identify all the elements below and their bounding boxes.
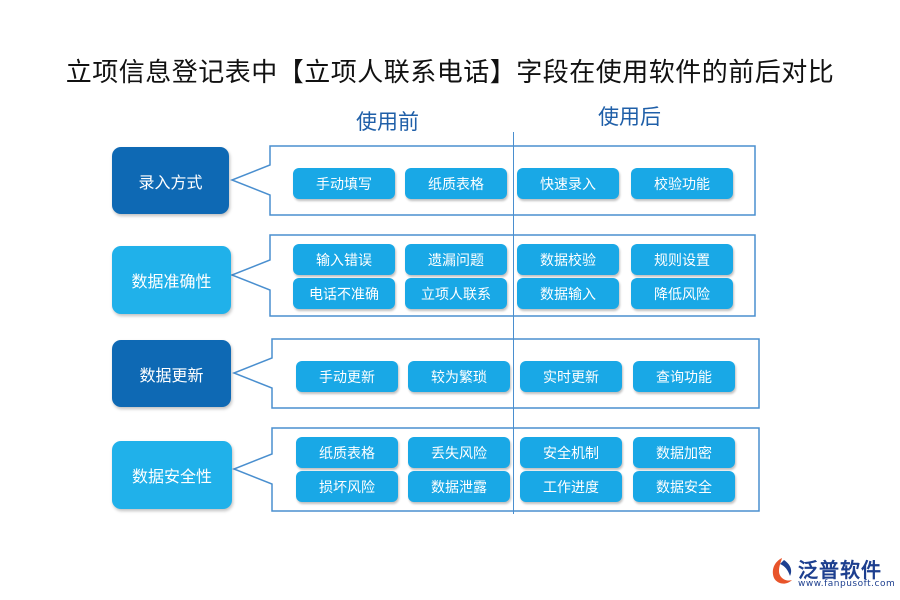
after-item: 快速录入	[517, 168, 619, 199]
row-frame-data-security	[231, 427, 760, 512]
after-item: 数据安全	[633, 471, 735, 502]
before-column-header: 使用前	[356, 110, 419, 134]
after-item: 数据校验	[517, 244, 619, 275]
after-column-header: 使用后	[598, 105, 661, 129]
brand-name: 泛普软件	[798, 558, 882, 582]
category-data-update: 数据更新	[112, 340, 231, 407]
after-item: 校验功能	[631, 168, 733, 199]
before-item: 纸质表格	[405, 168, 507, 199]
row-frame-data-update	[231, 338, 760, 409]
after-item: 数据加密	[633, 437, 735, 468]
before-item: 输入错误	[293, 244, 395, 275]
row-frame-input-method	[229, 145, 756, 216]
after-item: 实时更新	[520, 361, 622, 392]
after-item: 安全机制	[520, 437, 622, 468]
before-item: 遗漏问题	[405, 244, 507, 275]
before-item: 纸质表格	[296, 437, 398, 468]
before-item: 电话不准确	[293, 278, 395, 309]
before-after-divider	[513, 132, 514, 514]
before-item: 丢失风险	[408, 437, 510, 468]
brand-logo: 泛普软件 www.fanpusoft.com	[768, 552, 895, 592]
after-item: 工作进度	[520, 471, 622, 502]
brand-logo-icon	[772, 558, 792, 584]
row-frame-data-accuracy	[229, 234, 756, 317]
before-item: 手动填写	[293, 168, 395, 199]
after-item: 查询功能	[633, 361, 735, 392]
diagram-title: 立项信息登记表中【立项人联系电话】字段在使用软件的前后对比	[65, 58, 835, 88]
before-item: 数据泄露	[408, 471, 510, 502]
brand-url: www.fanpusoft.com	[798, 579, 896, 589]
before-item: 手动更新	[296, 361, 398, 392]
before-item: 较为繁琐	[408, 361, 510, 392]
after-item: 规则设置	[631, 244, 733, 275]
category-data-security: 数据安全性	[112, 441, 232, 509]
category-input-method: 录入方式	[112, 147, 229, 214]
before-item: 损坏风险	[296, 471, 398, 502]
after-item: 降低风险	[631, 278, 733, 309]
after-item: 数据输入	[517, 278, 619, 309]
category-data-accuracy: 数据准确性	[112, 246, 231, 314]
before-item: 立项人联系	[405, 278, 507, 309]
